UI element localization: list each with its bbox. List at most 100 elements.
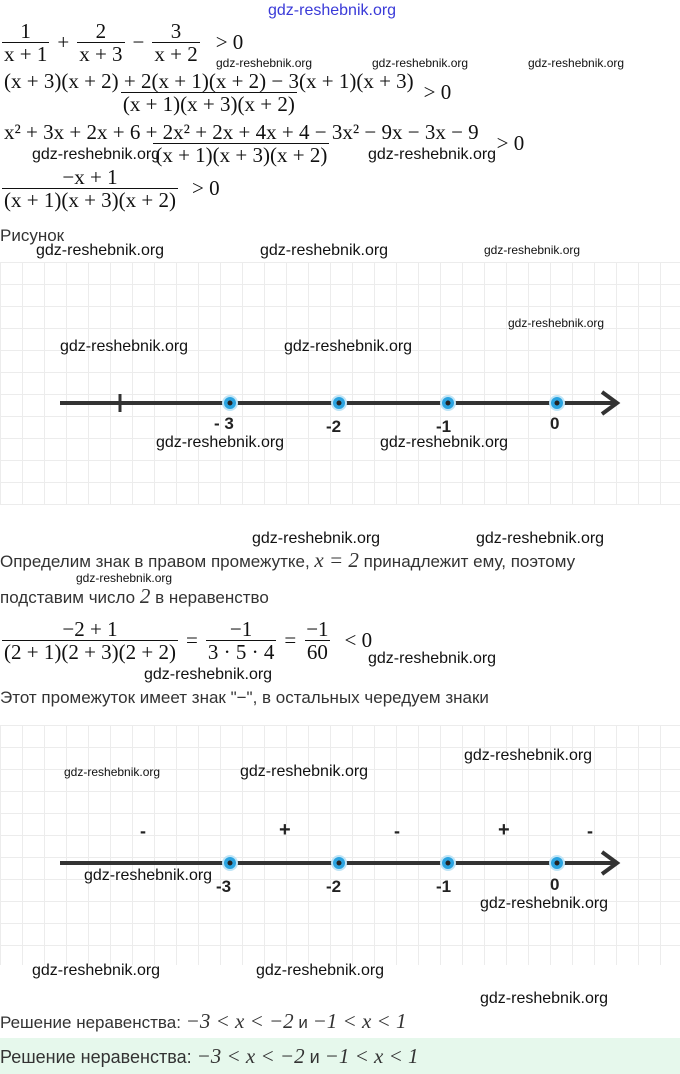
point-0 (549, 395, 565, 411)
text: Решение неравенства: (0, 1013, 186, 1032)
watermark: gdz-reshebnik.org (268, 2, 397, 19)
text: и (304, 1047, 325, 1067)
number-line-figure-1: - 3 -2 -1 0 gdz-reshebnik.org gdz-resheb… (0, 262, 680, 505)
watermark: gdz-reshebnik.org (528, 56, 625, 70)
watermark: gdz-reshebnik.org (284, 338, 413, 355)
relation: > 0 (496, 131, 525, 155)
watermark: gdz-reshebnik.org (464, 747, 593, 764)
denominator: 60 (304, 640, 330, 664)
point-label: -1 (436, 877, 452, 896)
denominator: (x + 1)(x + 3)(x + 2) (2, 188, 178, 212)
watermark: gdz-reshebnik.org (76, 571, 173, 585)
watermark: gdz-reshebnik.org (252, 530, 381, 547)
relation: < 0 (344, 628, 373, 652)
point-label: -2 (326, 877, 342, 896)
sign-label: + (498, 819, 510, 841)
text: и (293, 1013, 313, 1032)
numerator: (x + 3)(x + 2) + 2(x + 1)(x + 2) − 3(x +… (4, 69, 414, 93)
axis-arrow-icon (600, 390, 621, 416)
watermark: gdz-reshebnik.org (372, 56, 469, 70)
numerator: −1 (229, 617, 253, 641)
watermark: gdz-reshebnik.org (480, 895, 609, 912)
point-0 (549, 855, 565, 871)
answer-box: Решение неравенства: −3 < x < −2 и −1 < … (0, 1038, 680, 1074)
relation: > 0 (192, 176, 220, 200)
number-line-1 (60, 390, 621, 416)
sign-label: - (394, 821, 400, 841)
sign-label: + (279, 819, 291, 841)
watermark: gdz-reshebnik.org (256, 962, 385, 979)
numerator: 3 (170, 19, 182, 43)
denominator: (2 + 1)(2 + 3)(2 + 2) (2, 640, 178, 664)
watermark: gdz-reshebnik.org (484, 243, 581, 257)
watermark: gdz-reshebnik.org (64, 765, 161, 779)
point-neg3 (222, 395, 238, 411)
watermark: gdz-reshebnik.org (480, 990, 609, 1007)
watermark: gdz-reshebnik.org (156, 434, 285, 451)
text: принадлежит ему, поэтому (358, 552, 576, 571)
operator: + (57, 30, 70, 54)
denominator: x + 3 (77, 42, 125, 66)
equation-step-3: x² + 3x + 2x + 6 + 2x² + 2x + 4x + 4 − 3… (0, 121, 530, 166)
sign-label: - (587, 821, 593, 841)
point-neg3 (222, 855, 238, 871)
axis-arrow-icon (600, 850, 621, 876)
operator: − (132, 30, 145, 54)
point-neg1 (440, 395, 456, 411)
numerator: 2 (95, 19, 107, 43)
answer-line: Решение неравенства: −3 < x < −2 и −1 < … (0, 1044, 419, 1069)
numerator: −2 + 1 (62, 617, 118, 641)
paragraph-1: Определим знак в правом промежутке, x = … (0, 548, 575, 573)
sign-label: - (140, 821, 146, 841)
point-neg2 (331, 855, 347, 871)
figure-label: Рисунок (0, 226, 65, 245)
math: x = 2 (314, 548, 359, 572)
math: −3 < x < −2 (185, 1009, 294, 1033)
math: −1 < x < 1 (324, 1044, 419, 1068)
watermark: gdz-reshebnik.org (508, 316, 605, 330)
watermark: gdz-reshebnik.org (216, 56, 313, 70)
math: −3 < x < −2 (196, 1044, 305, 1068)
equation-step-4: −x + 1(x + 1)(x + 3)(x + 2) > 0 (0, 166, 226, 211)
watermark: gdz-reshebnik.org (144, 666, 273, 683)
numerator: 1 (20, 19, 31, 43)
number-line-figure-2: - + - + - -3 -2 -1 0 gdz-reshebnik.org g… (0, 725, 680, 965)
denominator: x + 1 (2, 42, 50, 66)
denominator: 3 · 5 · 4 (205, 640, 277, 664)
denominator: (x + 1)(x + 3)(x + 2) (153, 143, 330, 167)
text: Решение неравенства: (0, 1047, 197, 1067)
paragraph-3: Этот промежуток имеет знак "−", в осталь… (0, 688, 489, 707)
numerator: −x + 1 (62, 165, 118, 189)
relation: > 0 (215, 30, 244, 54)
watermark: gdz-reshebnik.org (60, 338, 189, 355)
denominator: x + 2 (152, 42, 200, 66)
point-label: -2 (326, 417, 342, 436)
point-label: 0 (550, 414, 560, 433)
watermark: gdz-reshebnik.org (476, 530, 605, 547)
watermark: gdz-reshebnik.org (368, 650, 497, 667)
point-label: -3 (216, 877, 232, 896)
equation-step-2: (x + 3)(x + 2) + 2(x + 1)(x + 2) − 3(x +… (0, 70, 457, 115)
point-neg2 (331, 395, 347, 411)
watermark: gdz-reshebnik.org (84, 867, 213, 884)
number-line-2 (60, 850, 621, 876)
solution-line: Решение неравенства: −3 < x < −2 и −1 < … (0, 1009, 406, 1034)
point-label: - 3 (214, 414, 234, 433)
watermark: gdz-reshebnik.org (240, 763, 369, 780)
denominator: (x + 1)(x + 3)(x + 2) (120, 92, 297, 116)
equals: = (186, 628, 198, 652)
point-label: -1 (436, 417, 452, 436)
text: Определим знак в правом промежутке, (0, 552, 315, 571)
math: −1 < x < 1 (312, 1009, 407, 1033)
point-neg1 (440, 855, 456, 871)
numerator: −1 (306, 617, 329, 641)
relation: > 0 (423, 80, 452, 104)
watermark: gdz-reshebnik.org (36, 242, 165, 259)
text: подставим число (0, 588, 140, 607)
equals: = (284, 628, 297, 652)
watermark: gdz-reshebnik.org (260, 242, 389, 259)
text: в неравенство (150, 588, 269, 607)
watermark: gdz-reshebnik.org (32, 962, 161, 979)
